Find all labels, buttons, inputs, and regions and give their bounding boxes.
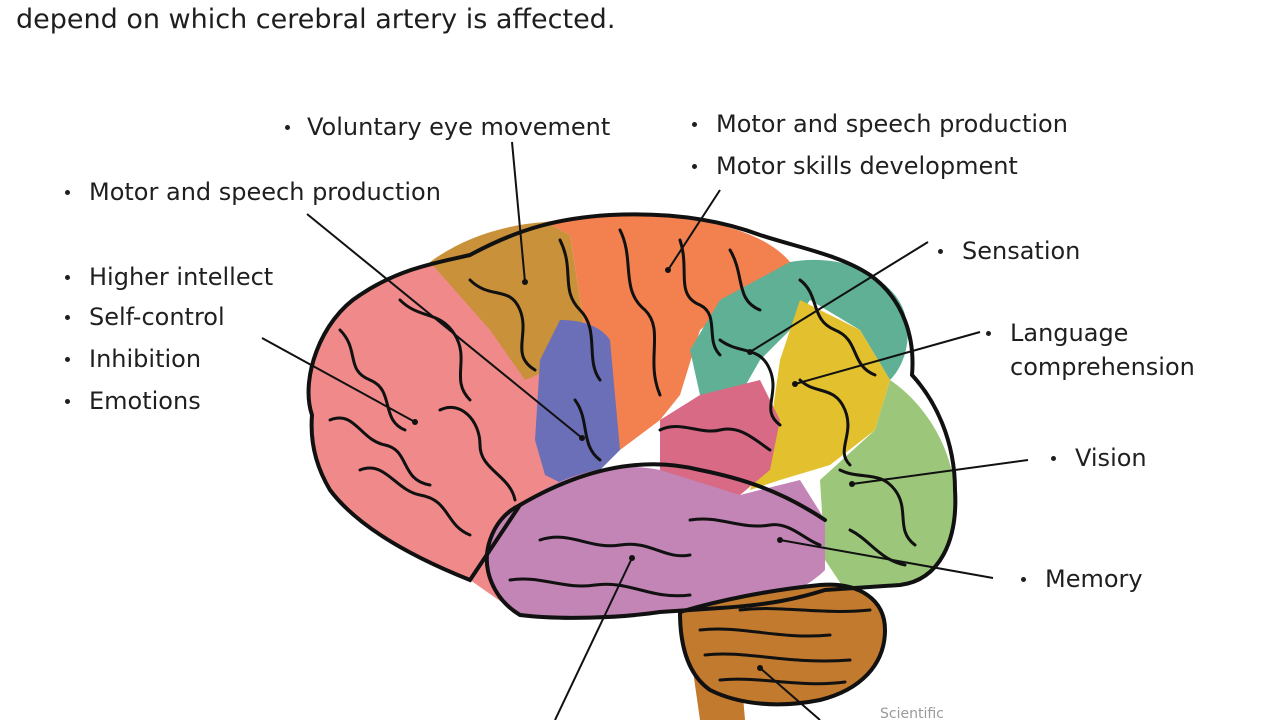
leader-memory: [779, 539, 994, 579]
leader-higher-intellect: [261, 337, 416, 423]
occipital-lobe: [820, 380, 956, 590]
cerebrum-outline: [306, 212, 958, 620]
fold: [618, 228, 662, 397]
leader-dot: [792, 381, 798, 387]
fold: [718, 677, 847, 686]
label-self-control: Self-control: [89, 303, 225, 331]
leader-bottom-right: [759, 667, 821, 720]
bullet-icon: [938, 249, 943, 254]
bullet-icon: [1021, 577, 1026, 582]
fold: [678, 238, 722, 357]
leader-voluntary-eye: [511, 141, 526, 283]
label-language-line2: comprehension: [1010, 353, 1195, 381]
bullet-icon: [65, 357, 70, 362]
fold: [328, 416, 432, 487]
bullet-icon: [1051, 456, 1056, 461]
leader-dot: [629, 555, 635, 561]
wernicke-area: [750, 300, 890, 490]
fold: [703, 652, 852, 663]
leader-sensation: [749, 241, 929, 353]
leader-dot: [412, 419, 418, 425]
leader-dot: [757, 665, 763, 671]
leader-lines: [261, 141, 1029, 720]
bullet-icon: [65, 190, 70, 195]
fold: [558, 238, 602, 382]
label-inhibition: Inhibition: [89, 345, 202, 373]
brain-stem: [690, 650, 745, 720]
label-language-line1: Language: [1010, 319, 1129, 347]
fold: [798, 378, 852, 467]
temporal-lobe: [486, 466, 825, 618]
fold: [338, 328, 407, 432]
fold: [438, 406, 517, 502]
fold: [728, 248, 762, 312]
fold: [718, 338, 782, 427]
fold: [573, 398, 602, 462]
intro-text: depend on which cerebral artery is affec…: [16, 4, 616, 35]
fold: [508, 577, 692, 598]
bullet-icon: [692, 122, 697, 127]
leader-dot: [522, 279, 528, 285]
fold: [358, 466, 472, 537]
leader-dots: [412, 267, 855, 671]
bullet-icon: [692, 164, 697, 169]
gyri-folds: [328, 228, 917, 686]
fold: [798, 278, 877, 377]
bullet-icon: [65, 275, 70, 280]
fold: [468, 278, 537, 372]
label-motor-speech-left: Motor and speech production: [89, 178, 441, 206]
bullet-icon: [285, 125, 290, 130]
fold: [838, 468, 917, 547]
leader-motor-skills: [667, 189, 721, 271]
leader-motor-speech-left: [306, 213, 583, 439]
label-vision: Vision: [1075, 444, 1147, 472]
label-memory: Memory: [1045, 565, 1143, 593]
label-emotions: Emotions: [89, 387, 201, 415]
premotor-region: [430, 222, 585, 380]
fold: [848, 528, 907, 567]
fold: [698, 627, 832, 638]
label-higher-intellect: Higher intellect: [89, 263, 274, 291]
leader-dot: [665, 267, 671, 273]
lateral-sulcus: [518, 462, 827, 522]
brain-outline: [306, 212, 958, 707]
leader-dot: [777, 537, 783, 543]
cerebellum-outline: [677, 582, 888, 707]
watermark-text: Scientific: [880, 706, 944, 722]
fold: [738, 607, 872, 613]
fold: [688, 517, 822, 547]
leader-bottom-left: [554, 557, 633, 720]
fold: [658, 425, 772, 452]
label-motor-skills: Motor skills development: [716, 152, 1018, 180]
bullet-icon: [65, 315, 70, 320]
leader-language: [794, 331, 981, 385]
label-sensation: Sensation: [962, 237, 1081, 265]
label-motor-speech-right: Motor and speech production: [716, 110, 1068, 138]
leader-dot: [579, 435, 585, 441]
leader-dot: [747, 349, 753, 355]
bullet-icon: [65, 399, 70, 404]
leader-vision: [851, 459, 1029, 485]
label-voluntary-eye-movement: Voluntary eye movement: [307, 113, 611, 141]
brain-lobes: [308, 214, 956, 720]
bullet-icon: [986, 331, 991, 336]
fold: [538, 535, 692, 558]
leader-dot: [849, 481, 855, 487]
